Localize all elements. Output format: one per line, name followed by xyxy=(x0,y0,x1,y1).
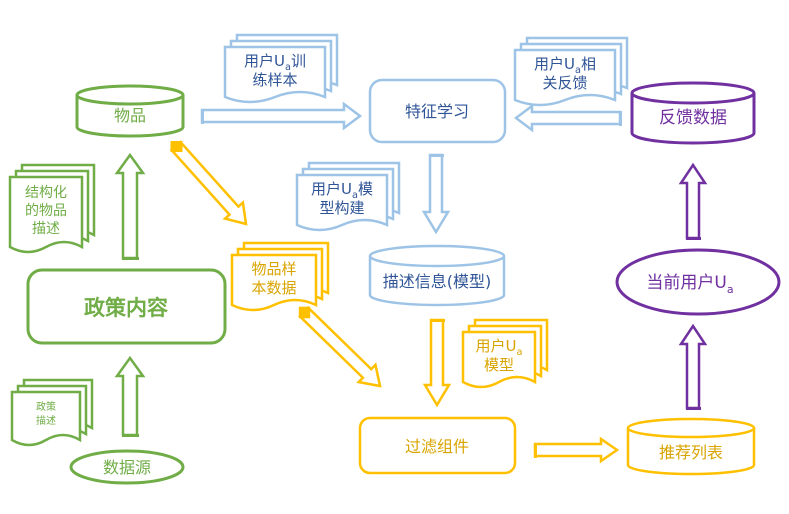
arrow-recommend-to-user xyxy=(678,323,708,410)
arrow-samples-to-filter xyxy=(298,305,382,388)
doc-train-samples-line: 练样本 xyxy=(252,71,297,89)
items-label: 物品 xyxy=(114,106,146,125)
arrow-description-to-filter xyxy=(422,318,452,408)
description-model-cylinder: 描述信息(模型) xyxy=(368,244,506,307)
arrow-filter-to-recommend xyxy=(533,436,620,464)
feature-learning-label: 特征学习 xyxy=(405,102,469,121)
arrow-items-to-samples xyxy=(169,140,248,226)
arrow-datasource-to-policy-tail xyxy=(122,434,139,437)
feature-learning-box: 特征学习 xyxy=(368,78,507,144)
doc-item-samples-line: 物品样 xyxy=(251,260,296,278)
current-user-label: 当前用户Ua xyxy=(646,273,733,296)
arrow-filter-to-recommend-tail xyxy=(534,443,537,458)
doc-structured-desc-line: 的物品 xyxy=(25,203,67,219)
items-cylinder: 物品 xyxy=(75,84,185,138)
data-source-label: 数据源 xyxy=(103,458,151,477)
arrow-feature-to-description-tail xyxy=(429,154,444,157)
feedback-data-cylinder: 反馈数据 xyxy=(630,81,756,145)
filter-component-box: 过滤组件 xyxy=(358,416,517,475)
policy-content-label: 政策内容 xyxy=(84,296,168,320)
policy-content-box: 政策内容 xyxy=(26,268,227,345)
doc-related-feedback-line: 关反馈 xyxy=(542,74,587,92)
doc-policy-desc-line: 政策 xyxy=(36,400,56,413)
recommend-list-cylinder: 推荐列表 xyxy=(626,417,756,476)
arrow-user-to-feedback xyxy=(678,162,708,240)
arrow-items-to-feature-tail xyxy=(201,109,204,124)
doc-model-build-line: 型构建 xyxy=(319,199,364,217)
feedback-data-label: 反馈数据 xyxy=(659,108,727,128)
arrow-samples-to-filter-tail xyxy=(298,306,311,319)
description-model-label: 描述信息(模型) xyxy=(383,272,492,291)
documents: 用户Ua训练样本用户Ua相关反馈用户Ua模型构建结构化的物品描述物品样本数据用户… xyxy=(8,33,629,447)
doc-policy-desc-line: 描述 xyxy=(36,414,56,427)
data-source-ellipse: 数据源 xyxy=(69,449,185,485)
arrow-feature-to-description xyxy=(421,153,451,235)
arrow-user-to-feedback-tail xyxy=(686,237,701,240)
doc-item-samples-line: 本数据 xyxy=(251,279,296,297)
filter-component-label: 过滤组件 xyxy=(405,437,469,456)
doc-train-samples-line: 用户Ua训 xyxy=(244,52,306,73)
arrow-recommend-to-user-tail xyxy=(686,407,701,410)
arrow-description-to-filter-tail xyxy=(430,319,445,322)
doc-model-build-line: 用户Ua模 xyxy=(311,180,373,201)
arrows xyxy=(114,101,708,464)
arrow-policy-to-items-tail xyxy=(122,257,139,260)
doc-user-model-line: 用户Ua xyxy=(476,337,523,358)
arrow-items-to-samples-tail xyxy=(170,140,183,153)
recommend-list-label: 推荐列表 xyxy=(659,443,723,462)
arrow-feedback-to-feature-tail xyxy=(619,111,622,126)
doc-user-model-line: 模型 xyxy=(484,356,514,374)
doc-related-feedback-line: 用户Ua相 xyxy=(534,55,596,76)
current-user-ellipse: 当前用户Ua xyxy=(615,248,781,316)
arrow-items-to-feature xyxy=(200,101,363,131)
doc-structured-desc-line: 结构化 xyxy=(25,185,67,201)
arrow-datasource-to-policy xyxy=(114,355,146,437)
arrow-feedback-to-feature xyxy=(513,103,622,133)
arrow-policy-to-items xyxy=(114,152,146,260)
doc-structured-desc-line: 描述 xyxy=(32,221,60,237)
